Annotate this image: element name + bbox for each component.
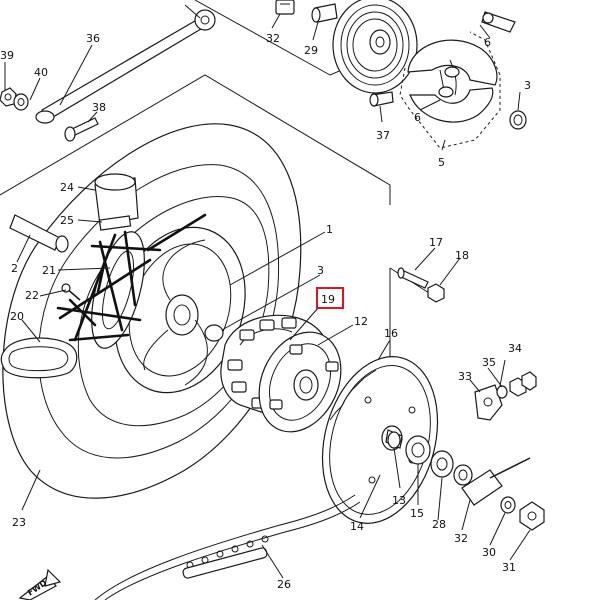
label-14[interactable]: 14 (350, 520, 364, 533)
highlight-box-19 (316, 287, 344, 309)
brake-bolt-32 (275, 0, 295, 15)
label-23[interactable]: 23 (12, 516, 26, 529)
washer-35 (496, 385, 508, 399)
chain-puller-33 (474, 384, 503, 421)
label-28[interactable]: 28 (432, 518, 446, 531)
torque-rod-36 (35, 9, 216, 124)
label-16[interactable]: 16 (384, 327, 398, 340)
label-19[interactable]: 19 (321, 293, 335, 306)
nut-18 (427, 283, 445, 303)
sleeve-29 (311, 3, 338, 23)
label-29[interactable]: 29 (304, 44, 318, 57)
axle-sleeve-13 (385, 429, 403, 449)
washer-40 (13, 93, 29, 111)
band-20 (0, 337, 78, 379)
label-32-top[interactable]: 32 (266, 32, 280, 45)
label-35[interactable]: 35 (482, 356, 496, 369)
label-3-top[interactable]: 3 (524, 79, 531, 92)
label-34[interactable]: 34 (508, 342, 522, 355)
label-21[interactable]: 21 (42, 264, 56, 277)
nut-31 (519, 501, 545, 531)
bolt-38 (64, 117, 99, 142)
label-2[interactable]: 2 (11, 262, 18, 275)
label-12[interactable]: 12 (354, 315, 368, 328)
spokes (56, 213, 207, 342)
label-24[interactable]: 24 (60, 181, 74, 194)
label-20[interactable]: 20 (10, 310, 24, 323)
label-5[interactable]: 5 (438, 156, 445, 169)
spacer-28 (453, 464, 473, 486)
label-18[interactable]: 18 (455, 249, 469, 262)
cam-lever (481, 11, 516, 33)
label-17[interactable]: 17 (429, 236, 443, 249)
brake-panel (332, 0, 418, 94)
label-32-bottom[interactable]: 32 (454, 532, 468, 545)
fwd-arrow: FWD (18, 568, 62, 600)
label-22[interactable]: 22 (25, 289, 39, 302)
adjuster-32 (461, 457, 531, 506)
label-15[interactable]: 15 (410, 507, 424, 520)
label-38[interactable]: 38 (92, 101, 106, 114)
label-13[interactable]: 13 (392, 494, 406, 507)
bearing-28 (430, 450, 454, 478)
label-31[interactable]: 31 (502, 561, 516, 574)
sprocket-hub-12 (258, 331, 342, 433)
label-40[interactable]: 40 (34, 66, 48, 79)
part-labels: 39 40 36 38 32 29 6 3 6 37 5 24 25 2 21 … (0, 32, 531, 591)
label-39[interactable]: 39 (0, 49, 14, 62)
washer-30 (500, 496, 516, 514)
brake-dashed-box (399, 31, 501, 149)
label-25[interactable]: 25 (60, 214, 74, 227)
brake-shoes (407, 39, 498, 123)
label-33[interactable]: 33 (458, 370, 472, 383)
label-26[interactable]: 26 (277, 578, 291, 591)
oil-seal-3-top (509, 110, 527, 130)
leader-lines (4, 4, 531, 579)
sprocket-16 (321, 356, 439, 524)
bearing-15 (405, 435, 431, 465)
label-1[interactable]: 1 (326, 223, 333, 236)
pin-37 (369, 91, 394, 107)
nut-34 (509, 371, 537, 397)
label-3-mid[interactable]: 3 (317, 264, 324, 277)
collar-2 (9, 214, 69, 253)
drive-chain-26 (94, 494, 361, 600)
wheel-frame-top (0, 74, 391, 205)
bolt-17 (397, 267, 429, 289)
label-6-bottom[interactable]: 6 (414, 111, 421, 124)
label-36[interactable]: 36 (86, 32, 100, 45)
collar-24 (94, 173, 139, 231)
label-30[interactable]: 30 (482, 546, 496, 559)
label-6-top[interactable]: 6 (484, 36, 491, 49)
label-37[interactable]: 37 (376, 129, 390, 142)
